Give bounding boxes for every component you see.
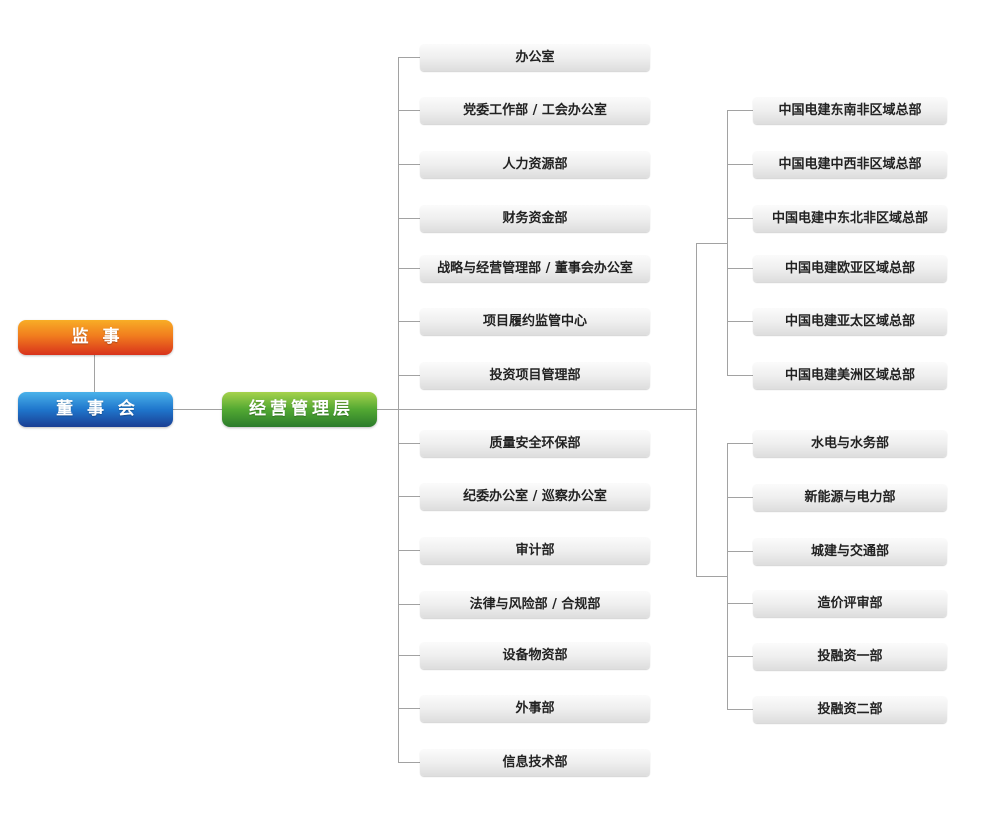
connector-branch: [727, 551, 753, 552]
connector-branch: [727, 321, 753, 322]
connector-branch: [398, 268, 420, 269]
department-node: 审计部: [420, 537, 650, 564]
connector-business-link: [696, 576, 727, 577]
department-node: 设备物资部: [420, 642, 650, 669]
connector-branch: [727, 164, 753, 165]
connector-branch: [398, 57, 420, 58]
connector-branch: [727, 375, 753, 376]
management-node: 经营管理层: [222, 392, 377, 427]
regional-hq-node: 中国电建中西非区域总部: [753, 151, 947, 178]
connector-board-management: [173, 409, 222, 410]
department-node: 质量安全环保部: [420, 430, 650, 457]
connector-supervisor-board: [94, 355, 95, 392]
connector-branch: [727, 497, 753, 498]
connector-branch: [727, 110, 753, 111]
connector-branch: [398, 496, 420, 497]
connector-branch: [398, 550, 420, 551]
regional-hq-node: 中国电建中东北非区域总部: [753, 205, 947, 232]
connector-branch: [398, 655, 420, 656]
connector-departments-trunk: [398, 57, 399, 762]
regional-hq-node: 中国电建美洲区域总部: [753, 362, 947, 389]
regional-hq-node: 中国电建欧亚区域总部: [753, 255, 947, 282]
connector-branch: [727, 268, 753, 269]
department-node: 外事部: [420, 695, 650, 722]
supervisor-node: 监 事: [18, 320, 173, 355]
department-node: 党委工作部 / 工会办公室: [420, 97, 650, 124]
business-unit-node: 城建与交通部: [753, 538, 947, 565]
connector-branch: [727, 443, 753, 444]
connector-management-trunk: [377, 409, 696, 410]
business-unit-node: 投融资二部: [753, 696, 947, 723]
connector-branch: [727, 218, 753, 219]
connector-branch: [398, 443, 420, 444]
department-node: 项目履约监管中心: [420, 308, 650, 335]
department-node: 纪委办公室 / 巡察办公室: [420, 483, 650, 510]
department-node: 法律与风险部 / 合规部: [420, 591, 650, 618]
connector-branch: [727, 603, 753, 604]
connector-branch: [727, 709, 753, 710]
connector-branch: [398, 762, 420, 763]
connector-branch: [398, 708, 420, 709]
regional-hq-node: 中国电建亚太区域总部: [753, 308, 947, 335]
business-unit-node: 造价评审部: [753, 590, 947, 617]
department-node: 财务资金部: [420, 205, 650, 232]
connector-branch: [398, 110, 420, 111]
connector-business-trunk: [727, 443, 728, 709]
department-node: 投资项目管理部: [420, 362, 650, 389]
connector-branch: [398, 604, 420, 605]
department-node: 信息技术部: [420, 749, 650, 776]
connector-branch: [398, 164, 420, 165]
business-unit-node: 投融资一部: [753, 643, 947, 670]
connector-branch: [398, 321, 420, 322]
connector-branch: [727, 656, 753, 657]
board-node: 董 事 会: [18, 392, 173, 427]
business-unit-node: 水电与水务部: [753, 430, 947, 457]
department-node: 人力资源部: [420, 151, 650, 178]
department-node: 战略与经营管理部 / 董事会办公室: [420, 255, 650, 282]
business-unit-node: 新能源与电力部: [753, 484, 947, 511]
connector-right-trunk: [696, 243, 697, 576]
connector-regional-link: [696, 243, 727, 244]
department-node: 办公室: [420, 44, 650, 71]
connector-branch: [398, 218, 420, 219]
connector-regional-trunk: [727, 110, 728, 375]
connector-branch: [398, 375, 420, 376]
regional-hq-node: 中国电建东南非区域总部: [753, 97, 947, 124]
